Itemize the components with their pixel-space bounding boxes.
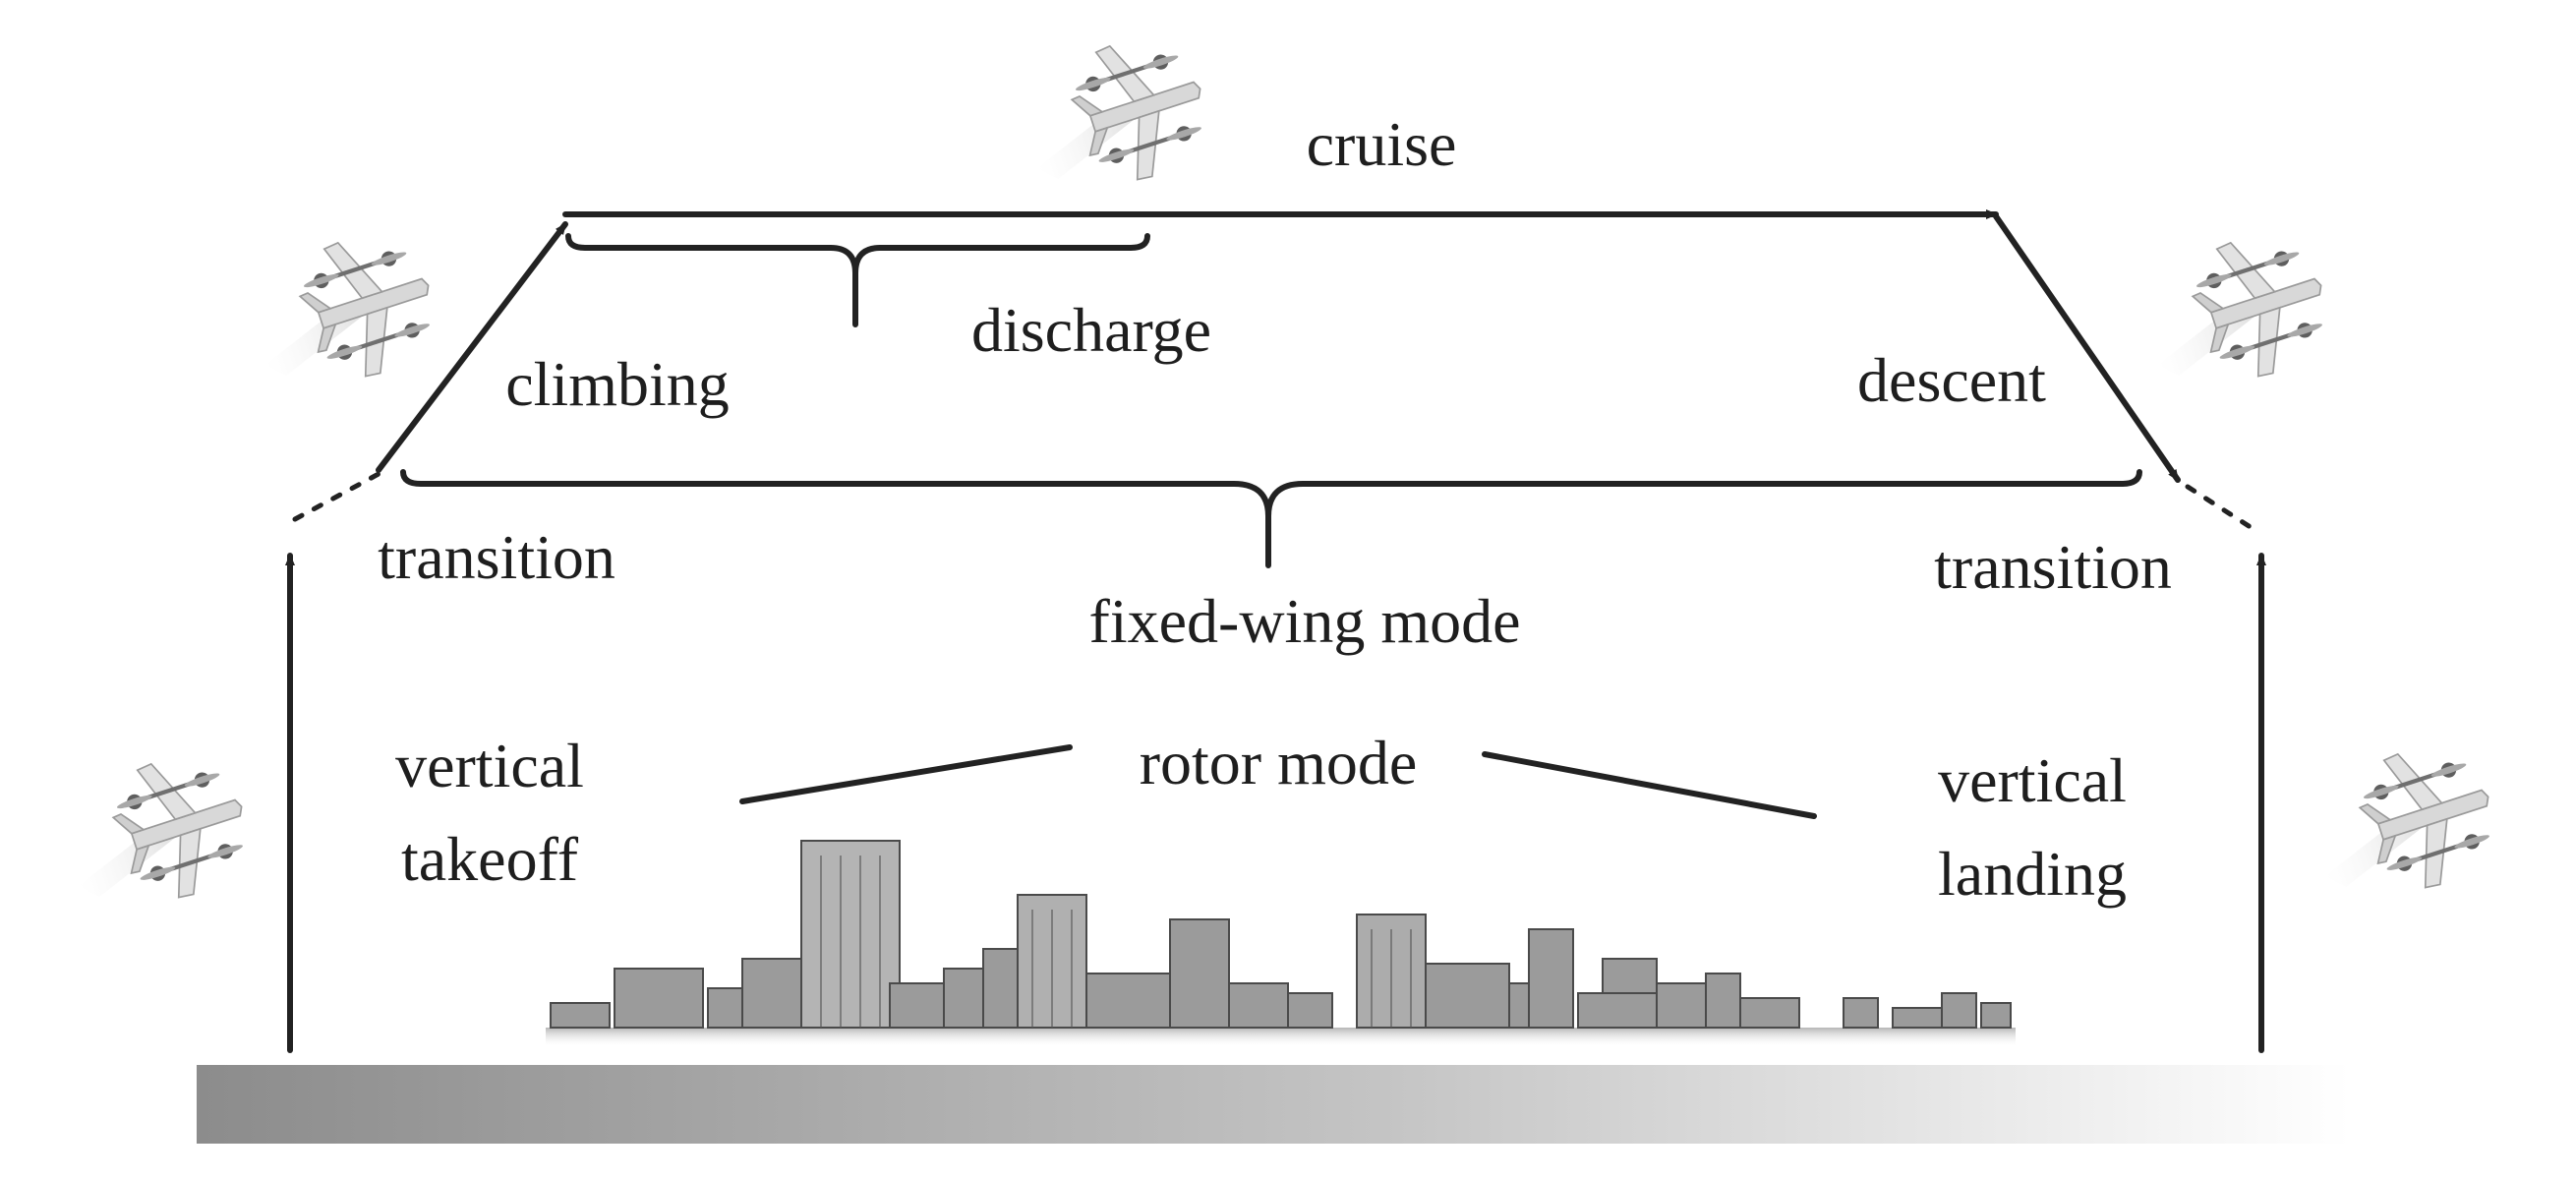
label-cruise: cruise — [1307, 109, 1457, 179]
flight-path — [285, 209, 2266, 1053]
city-skyline — [546, 840, 2016, 1047]
aircraft-icon-descent — [2129, 220, 2342, 406]
aircraft-icon-climbing — [236, 220, 449, 406]
label-vertical-landing-line2: landing — [1938, 839, 2127, 909]
label-descent: descent — [1857, 345, 2046, 415]
aircraft-icon-cruise — [1008, 24, 1221, 209]
label-discharge: discharge — [971, 295, 1211, 365]
label-fixed-wing-mode: fixed-wing mode — [1089, 586, 1521, 656]
label-vertical-landing-line1: vertical — [1938, 745, 2127, 815]
label-rotor-mode: rotor mode — [1140, 728, 1418, 797]
label-transition-right: transition — [1934, 532, 2172, 602]
label-climbing: climbing — [505, 349, 730, 419]
discharge-brace — [565, 233, 1150, 327]
rotor-mode-leader-left — [739, 744, 1073, 804]
fixed-wing-mode-brace — [400, 469, 2142, 568]
label-transition-left: transition — [378, 522, 615, 592]
rotor-mode-leader-right — [1482, 751, 1817, 819]
aircraft-icon-landing — [2296, 732, 2509, 917]
ground-bar — [197, 1065, 2350, 1144]
aircraft-icon-takeoff — [49, 741, 263, 927]
label-vertical-takeoff-line1: vertical — [395, 731, 584, 800]
label-vertical-takeoff-line2: takeoff — [401, 824, 579, 894]
